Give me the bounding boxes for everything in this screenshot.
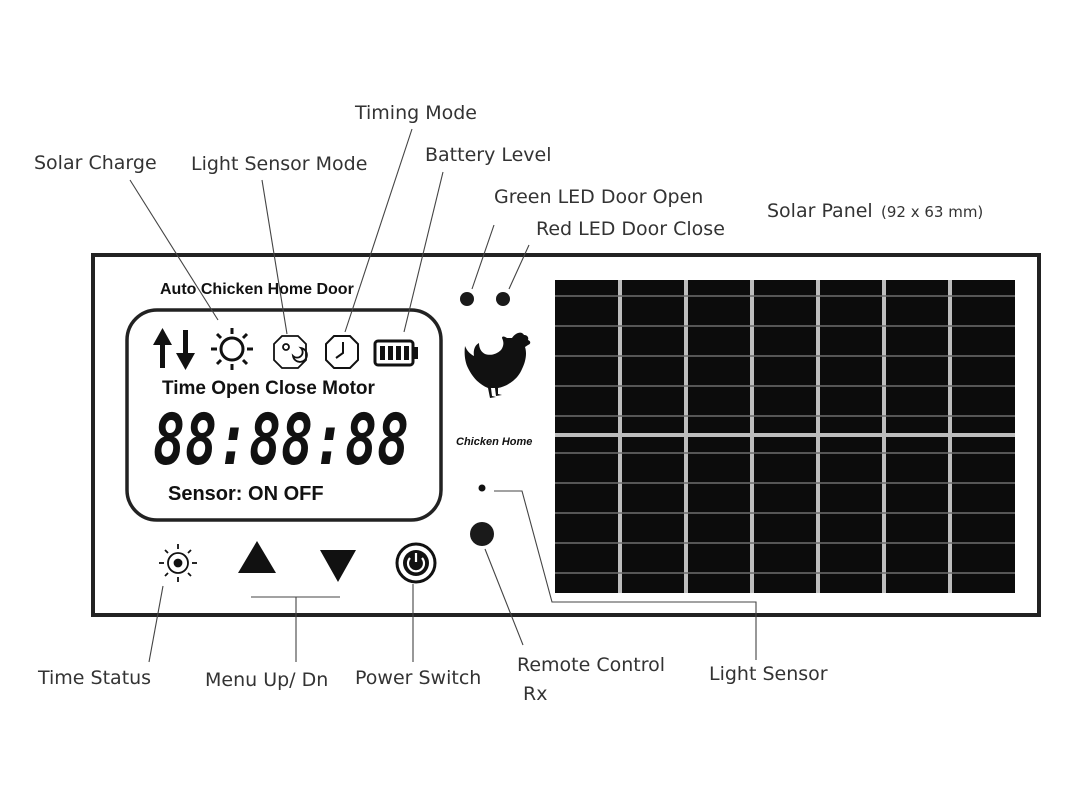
- clock-icon: [325, 335, 359, 369]
- solar-panel: [555, 280, 1015, 593]
- light-sensor-dot: [478, 484, 486, 492]
- callout-light-sensor-mode: Light Sensor Mode: [191, 153, 367, 175]
- chicken-icon: [464, 332, 531, 398]
- up-triangle-icon[interactable]: [238, 541, 276, 573]
- callout-battery-level: Battery Level: [425, 144, 552, 166]
- callout-solar-panel: Solar Panel: [767, 200, 873, 222]
- sun-moon-icon: [273, 335, 308, 369]
- remote-rx-receiver: [470, 522, 494, 546]
- up-down-arrows-icon: [153, 328, 195, 370]
- callout-menu: Menu Up/ Dn: [205, 669, 328, 691]
- green-led: [460, 292, 474, 306]
- leader-lines: [129, 128, 757, 663]
- callout-remote-rx: Rx: [523, 683, 547, 705]
- callout-timing-mode: Timing Mode: [354, 102, 477, 124]
- callout-light-sensor: Light Sensor: [709, 663, 828, 685]
- display-mode-labels: Time Open Close Motor: [162, 378, 376, 399]
- callout-power-switch: Power Switch: [355, 667, 481, 689]
- battery-icon: [373, 339, 418, 367]
- seven-segment-digits: 88:88:88: [153, 399, 409, 481]
- sun-icon: [211, 328, 253, 370]
- time-status-icon[interactable]: [159, 544, 197, 582]
- sensor-status-line: Sensor: ON OFF: [168, 483, 324, 505]
- callout-green-led: Green LED Door Open: [494, 186, 703, 208]
- red-led: [496, 292, 510, 306]
- callout-time-status: Time Status: [37, 667, 151, 689]
- callout-solar-charge: Solar Charge: [34, 152, 157, 174]
- device-title: Auto Chicken Home Door: [160, 281, 354, 298]
- lcd-display: [125, 308, 443, 522]
- callout-red-led: Red LED Door Close: [536, 218, 725, 240]
- down-triangle-icon[interactable]: [320, 550, 356, 582]
- brand-label: Chicken Home: [456, 436, 532, 448]
- power-icon[interactable]: [395, 542, 437, 584]
- callout-solar-panel-size: (92 x 63 mm): [881, 203, 983, 221]
- callout-remote-control: Remote Control: [517, 654, 665, 676]
